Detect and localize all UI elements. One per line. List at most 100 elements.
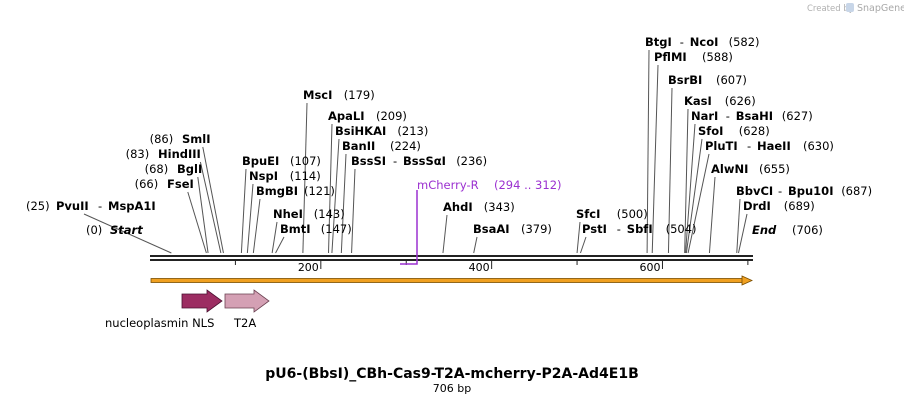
enzyme-site-labels: (25)PvuII-MspA1I(66)FseI(68)BglI(83)Hind… <box>26 35 872 237</box>
site-name: BmtI <box>280 222 311 236</box>
site-position: (588) <box>702 50 733 64</box>
leader-line <box>576 221 581 254</box>
site-name: BglI <box>177 162 202 176</box>
leader-line <box>737 213 748 254</box>
end-position: (706) <box>792 223 823 237</box>
leader-line <box>442 214 448 254</box>
site-position: (25) <box>26 199 50 213</box>
site-apali: ApaLI (209) <box>328 109 407 123</box>
site-position: (209) <box>376 109 407 123</box>
leader-line <box>340 153 347 254</box>
site-name: PstI <box>582 222 607 236</box>
site-bsihkai: BsiHKAI (213) <box>335 124 428 138</box>
leader-line <box>579 236 587 254</box>
map-title: pU6-(BbsI)_CBh-Cas9-T2A-mcherry-P2A-Ad4E… <box>265 366 639 382</box>
feature-t2a: T2A <box>224 289 270 330</box>
site-pluti: PluTI-HaeII(630) <box>705 139 834 153</box>
site-name: NheI <box>273 207 303 221</box>
site-position: (582) <box>729 35 760 49</box>
feature-nucleoplasmin-nls: nucleoplasmin NLS <box>105 289 223 330</box>
site-separator: - <box>680 35 684 49</box>
site-msci: MscI (179) <box>303 88 375 102</box>
site-position: (143) <box>314 207 345 221</box>
site-name: PflMI <box>654 50 687 64</box>
site-name-2: BsaHI <box>736 109 773 123</box>
leader-line <box>708 176 716 254</box>
site-bsssi: BssSI-BssSαI(236) <box>351 154 487 168</box>
site-name: BmgBI <box>256 184 298 198</box>
site-separator: - <box>747 139 751 153</box>
sequence-length: 706 bp <box>433 382 471 395</box>
leader-line <box>667 87 673 254</box>
site-name: SfoI <box>698 124 723 138</box>
site-separator: - <box>98 199 102 213</box>
leader-line <box>83 213 172 254</box>
site-name: ApaLI <box>328 109 365 123</box>
site-name: KasI <box>684 94 712 108</box>
leader-line <box>271 221 278 254</box>
site-name: BsrBI <box>668 73 702 87</box>
leader-line <box>197 176 209 254</box>
site-position: (107) <box>290 154 321 168</box>
leader-line <box>351 168 356 254</box>
site-name: BssSI <box>351 154 386 168</box>
site-alwni: AlwNI (655) <box>711 162 790 176</box>
site-position: (504) <box>666 222 697 236</box>
site-separator: - <box>778 184 782 198</box>
site-position: (236) <box>456 154 487 168</box>
site-bgli: (68)BglI <box>145 162 203 176</box>
leader-line <box>684 108 689 254</box>
start-position: (0) <box>86 223 102 237</box>
site-bmgbi: BmgBI(121) <box>256 184 335 198</box>
site-position: (687) <box>841 184 872 198</box>
site-banii: BanII (224) <box>342 139 421 153</box>
site-btgi: BtgI-NcoI (582) <box>645 35 760 49</box>
site-position: (655) <box>759 162 790 176</box>
leader-line <box>202 146 224 254</box>
site-name: BsiHKAI <box>335 124 386 138</box>
site-name-2: Bpu10I <box>788 184 833 198</box>
site-position: (628) <box>739 124 770 138</box>
site-name-2: NcoI <box>690 35 719 49</box>
site-name: MscI <box>303 88 332 102</box>
primer-mcherry-r: mCherry-R (294 .. 312) <box>400 178 562 265</box>
site-pflmi: PflMI (588) <box>654 50 733 64</box>
site-position: (224) <box>390 139 421 153</box>
credit-prefix: Created by <box>807 4 854 14</box>
site-bmti: BmtI(147) <box>280 222 352 236</box>
orf-arrow <box>150 275 753 286</box>
site-position: (213) <box>397 124 428 138</box>
site-smli: (86)SmlI <box>150 132 211 146</box>
site-sfci: SfcI(500) <box>576 207 648 221</box>
site-position: (343) <box>484 200 515 214</box>
site-position: (500) <box>617 207 648 221</box>
leader-line <box>473 236 478 254</box>
leader-line <box>187 191 207 254</box>
site-name-2: HaeII <box>757 139 791 153</box>
site-name: AlwNI <box>711 162 748 176</box>
leader-line <box>331 138 340 254</box>
leader-line <box>687 153 710 254</box>
sequence-backbone <box>150 255 753 261</box>
leader-line <box>240 168 247 254</box>
ruler-label: 200 <box>298 261 319 274</box>
site-fsei: (66)FseI <box>135 177 194 191</box>
site-name: NarI <box>691 109 718 123</box>
primer-name: mCherry-R <box>417 178 479 192</box>
site-position: (179) <box>344 88 375 102</box>
site-bpuei: BpuEI(107) <box>242 154 321 168</box>
site-position: (689) <box>784 199 815 213</box>
site-name: BanII <box>342 139 375 153</box>
site-ahdi: AhdI (343) <box>443 200 515 214</box>
site-hindiii: (83)HindIII <box>126 147 201 161</box>
site-name-2: SbfI <box>627 222 653 236</box>
ruler-label: 400 <box>469 261 490 274</box>
site-name: BtgI <box>645 35 672 49</box>
site-name: AhdI <box>443 200 473 214</box>
site-nari: NarI-BsaHI(627) <box>691 109 813 123</box>
site-position: (83) <box>126 147 150 161</box>
leader-line <box>252 198 261 254</box>
end-label: End <box>752 223 777 237</box>
